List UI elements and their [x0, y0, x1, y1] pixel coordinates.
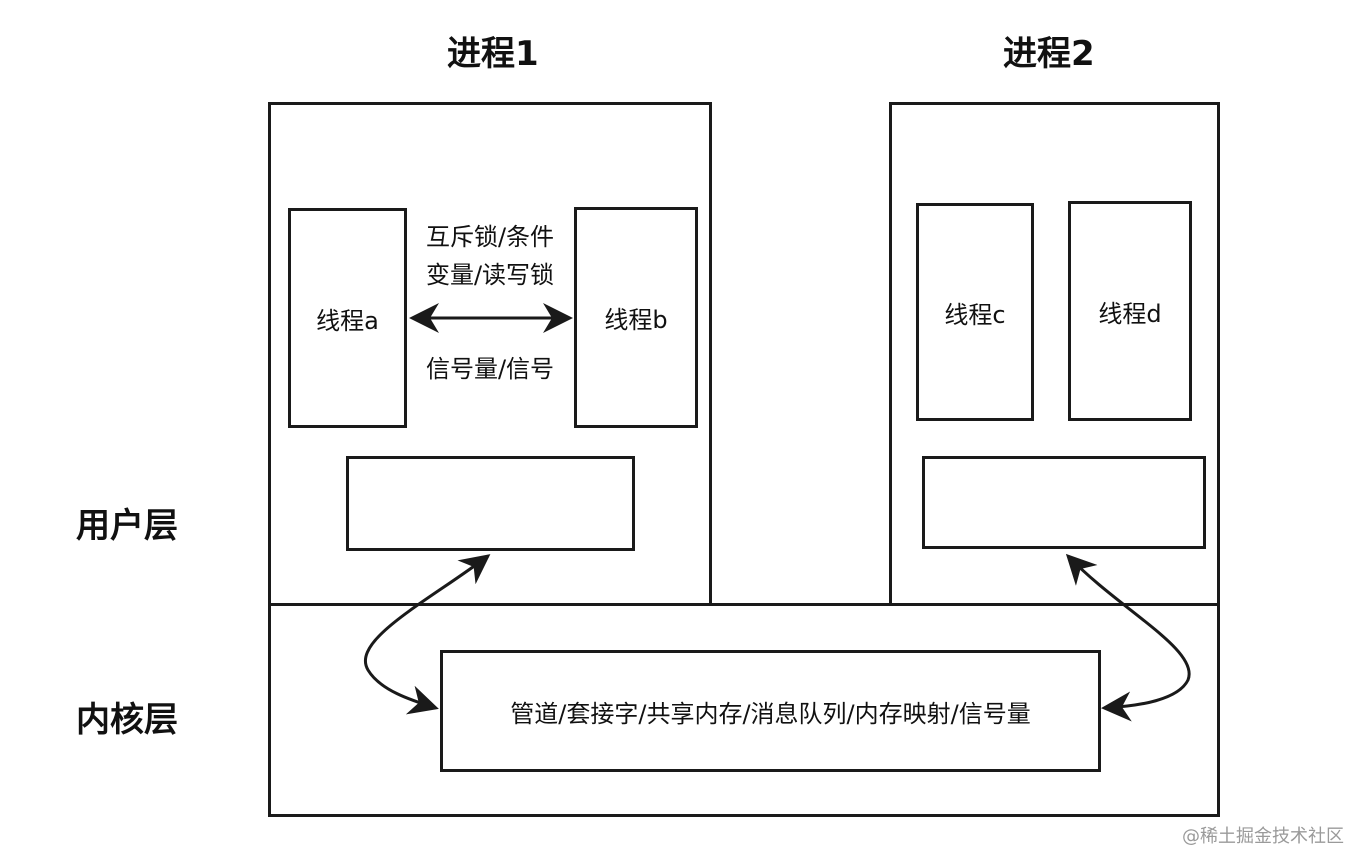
watermark: @稀土掘金技术社区 — [1182, 826, 1344, 847]
thread-b: 线程b — [574, 207, 698, 428]
thread-d-label: 线程d — [1098, 299, 1162, 328]
sync-line-1: 互斥锁/条件 — [425, 223, 555, 251]
thread-a-label: 线程a — [316, 306, 379, 335]
thread-d: 线程d — [1068, 201, 1192, 421]
thread-c-label: 线程c — [944, 300, 1006, 329]
sync-signal-text: 信号量/信号 — [425, 355, 555, 383]
process2-title: 进程2 — [1003, 34, 1095, 74]
user-layer-label: 用户层 — [76, 506, 178, 546]
sync-mechanisms: 互斥锁/条件 变量/读写锁 — [410, 218, 570, 294]
process1-kernel-arrow — [364, 554, 491, 715]
thread-b-label: 线程b — [604, 306, 668, 334]
kernel-ipc-box: 管道/套接字/共享内存/消息队列/内存映射/信号量 — [440, 650, 1101, 772]
kernel-layer-box — [268, 603, 1220, 817]
process1-buffer-box — [346, 456, 635, 551]
kernel-ipc-label: 管道/套接字/共享内存/消息队列/内存映射/信号量 — [510, 699, 1031, 728]
process1-title: 进程1 — [447, 34, 539, 74]
sync-line-2: 变量/读写锁 — [425, 261, 555, 289]
process2-buffer-box — [922, 456, 1206, 549]
kernel-layer-label: 内核层 — [76, 700, 178, 740]
process2-kernel-arrow — [1065, 553, 1191, 722]
thread-a: 线程a — [288, 208, 407, 428]
thread-c: 线程c — [916, 203, 1034, 421]
